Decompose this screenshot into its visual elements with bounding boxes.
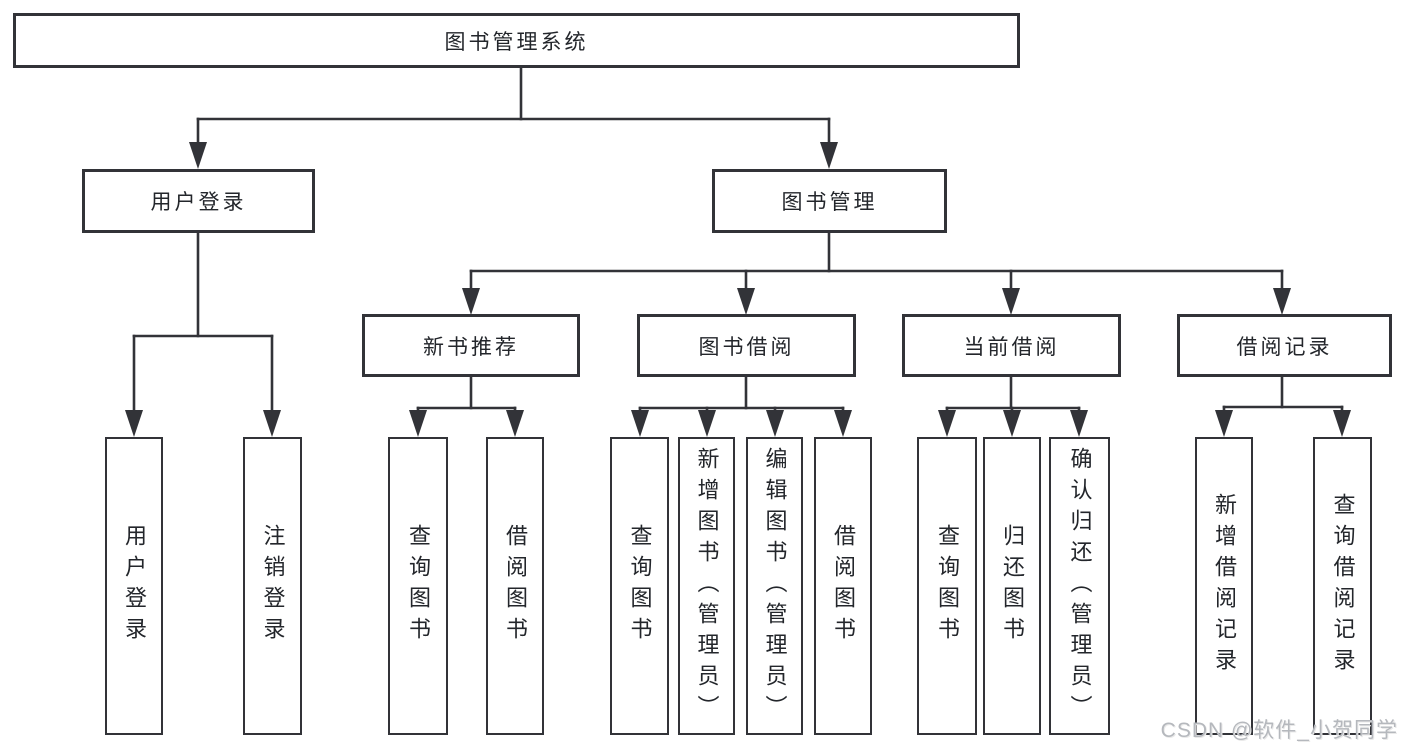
node-borrowing-records: 借阅记录 <box>1177 314 1392 377</box>
leaf-user-login: 用户登录 <box>105 437 163 735</box>
node-book-management-label: 图书管理 <box>781 191 878 214</box>
node-borrowing-records-label: 借阅记录 <box>1236 335 1333 359</box>
leaf-borrowing-query-books-label: 查询图书 <box>627 524 653 648</box>
leaf-current-confirm-return-admin-label: 确认归还（管理员） <box>1067 446 1093 726</box>
node-user-login: 用户登录 <box>82 169 315 233</box>
leaf-current-query-books: 查询图书 <box>917 437 977 735</box>
watermark: CSDN @软件_小贺同学 <box>1160 719 1398 742</box>
leaf-records-add-record: 新增借阅记录 <box>1195 437 1253 735</box>
leaf-records-query-record-label: 查询借阅记录 <box>1330 493 1356 679</box>
node-book-management: 图书管理 <box>712 169 947 233</box>
leaf-logout: 注销登录 <box>243 437 302 735</box>
leaf-user-login-label: 用户登录 <box>122 524 147 648</box>
leaf-borrowing-edit-books-admin: 编辑图书（管理员） <box>746 437 803 735</box>
leaf-recommend-borrow-books-label: 借阅图书 <box>503 524 528 648</box>
node-current-borrowing: 当前借阅 <box>902 314 1121 377</box>
leaf-borrowing-edit-books-admin-label: 编辑图书（管理员） <box>762 446 788 726</box>
node-root-label: 图书管理系统 <box>444 30 589 54</box>
leaf-recommend-query-books-label: 查询图书 <box>406 524 431 648</box>
leaf-current-confirm-return-admin: 确认归还（管理员） <box>1049 437 1110 735</box>
leaf-recommend-borrow-books: 借阅图书 <box>486 437 544 735</box>
node-user-login-label: 用户登录 <box>150 191 247 214</box>
leaf-borrowing-query-books: 查询图书 <box>610 437 669 735</box>
node-root: 图书管理系统 <box>13 13 1020 68</box>
node-book-borrowing-label: 图书借阅 <box>698 335 795 359</box>
leaf-logout-label: 注销登录 <box>260 524 286 648</box>
leaf-current-return-books-label: 归还图书 <box>1000 524 1025 648</box>
leaf-current-return-books: 归还图书 <box>983 437 1041 735</box>
leaf-recommend-query-books: 查询图书 <box>388 437 448 735</box>
leaf-current-query-books-label: 查询图书 <box>935 524 960 648</box>
leaf-borrowing-borrow-books-label: 借阅图书 <box>831 524 856 648</box>
node-current-borrowing-label: 当前借阅 <box>963 335 1060 359</box>
leaf-records-add-record-label: 新增借阅记录 <box>1212 493 1237 679</box>
leaf-borrowing-borrow-books: 借阅图书 <box>814 437 872 735</box>
leaf-records-query-record: 查询借阅记录 <box>1313 437 1372 735</box>
leaf-borrowing-add-books-admin: 新增图书（管理员） <box>678 437 735 735</box>
leaf-borrowing-add-books-admin-label: 新增图书（管理员） <box>694 446 720 726</box>
node-new-book-recommend: 新书推荐 <box>362 314 580 377</box>
node-new-book-recommend-label: 新书推荐 <box>423 335 519 359</box>
node-book-borrowing: 图书借阅 <box>637 314 856 377</box>
